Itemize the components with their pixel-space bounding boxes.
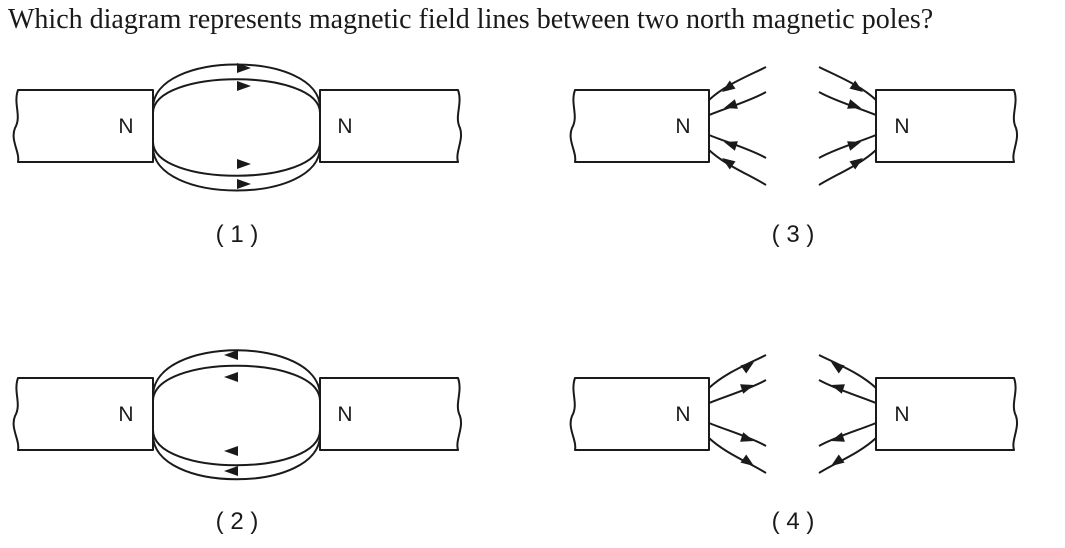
right-magnet — [875, 377, 1018, 451]
right-pole-label: N — [337, 115, 352, 138]
arrowhead — [831, 454, 845, 466]
arrowhead — [224, 466, 238, 476]
arrowhead — [849, 80, 863, 92]
field-line-outer-bottom — [152, 146, 321, 192]
field-line — [708, 437, 767, 474]
option-2-diagram: N N ( 2 ) — [12, 349, 462, 535]
field-line — [708, 422, 767, 447]
option-3-diagram: N N ( 3 ) — [569, 66, 1018, 248]
arrowhead — [237, 81, 251, 91]
field-line — [818, 149, 877, 186]
arrowhead — [740, 384, 754, 394]
right-pole-label: N — [894, 403, 909, 426]
right-magnet — [319, 89, 462, 163]
arrowhead — [831, 362, 845, 374]
arrowhead — [722, 158, 736, 170]
arrowhead — [847, 141, 861, 151]
arrowhead — [740, 362, 754, 374]
option-4-diagram: N N ( 4 ) — [569, 354, 1018, 535]
arrowhead — [724, 99, 738, 109]
arrowhead — [224, 372, 238, 382]
field-line — [818, 354, 877, 389]
arrowhead — [849, 158, 863, 170]
arrowhead — [237, 179, 251, 189]
field-line — [708, 354, 767, 389]
arrowhead — [831, 384, 845, 394]
field-line-outer-bottom — [152, 434, 321, 481]
left-pole-label: N — [118, 115, 133, 138]
left-magnet — [569, 377, 710, 451]
field-line — [818, 422, 877, 447]
arrowhead — [847, 99, 861, 109]
field-line-inner-top — [152, 364, 321, 402]
option-2-label: ( 2 ) — [216, 508, 259, 535]
arrowhead — [740, 432, 754, 442]
field-line-inner-bottom — [152, 429, 321, 467]
field-line — [818, 379, 877, 404]
option-1-label: ( 1 ) — [216, 221, 259, 248]
field-line — [708, 66, 767, 101]
field-line — [708, 379, 767, 404]
right-magnet — [875, 89, 1018, 163]
arrowhead — [724, 141, 738, 151]
arrowhead — [224, 350, 238, 360]
field-line — [818, 134, 877, 159]
arrowhead — [740, 454, 754, 466]
left-magnet — [569, 89, 710, 163]
arrowhead — [237, 63, 251, 73]
option-4-label: ( 4 ) — [772, 508, 815, 535]
left-magnet — [12, 89, 154, 163]
option-3-label: ( 3 ) — [772, 221, 815, 248]
field-line — [818, 91, 877, 116]
field-line — [708, 134, 767, 159]
option-1-diagram: N N ( 1 ) — [12, 63, 462, 248]
arrowhead — [237, 159, 251, 169]
field-line — [818, 437, 877, 474]
right-magnet — [319, 377, 462, 451]
field-line — [708, 149, 767, 186]
field-line-outer-top — [152, 349, 321, 397]
left-pole-label: N — [675, 115, 690, 138]
arrowhead — [722, 80, 736, 92]
right-pole-label: N — [337, 403, 352, 426]
field-line-outer-top — [152, 63, 321, 109]
field-line — [818, 66, 877, 101]
left-pole-label: N — [118, 403, 133, 426]
question-text: Which diagram represents magnetic field … — [8, 4, 934, 35]
field-line-inner-bottom — [152, 141, 321, 177]
left-magnet — [12, 377, 154, 451]
right-pole-label: N — [894, 115, 909, 138]
left-pole-label: N — [675, 403, 690, 426]
field-line — [708, 91, 767, 116]
arrowhead — [831, 432, 845, 442]
arrowhead — [224, 446, 238, 456]
field-line-inner-top — [152, 78, 321, 114]
